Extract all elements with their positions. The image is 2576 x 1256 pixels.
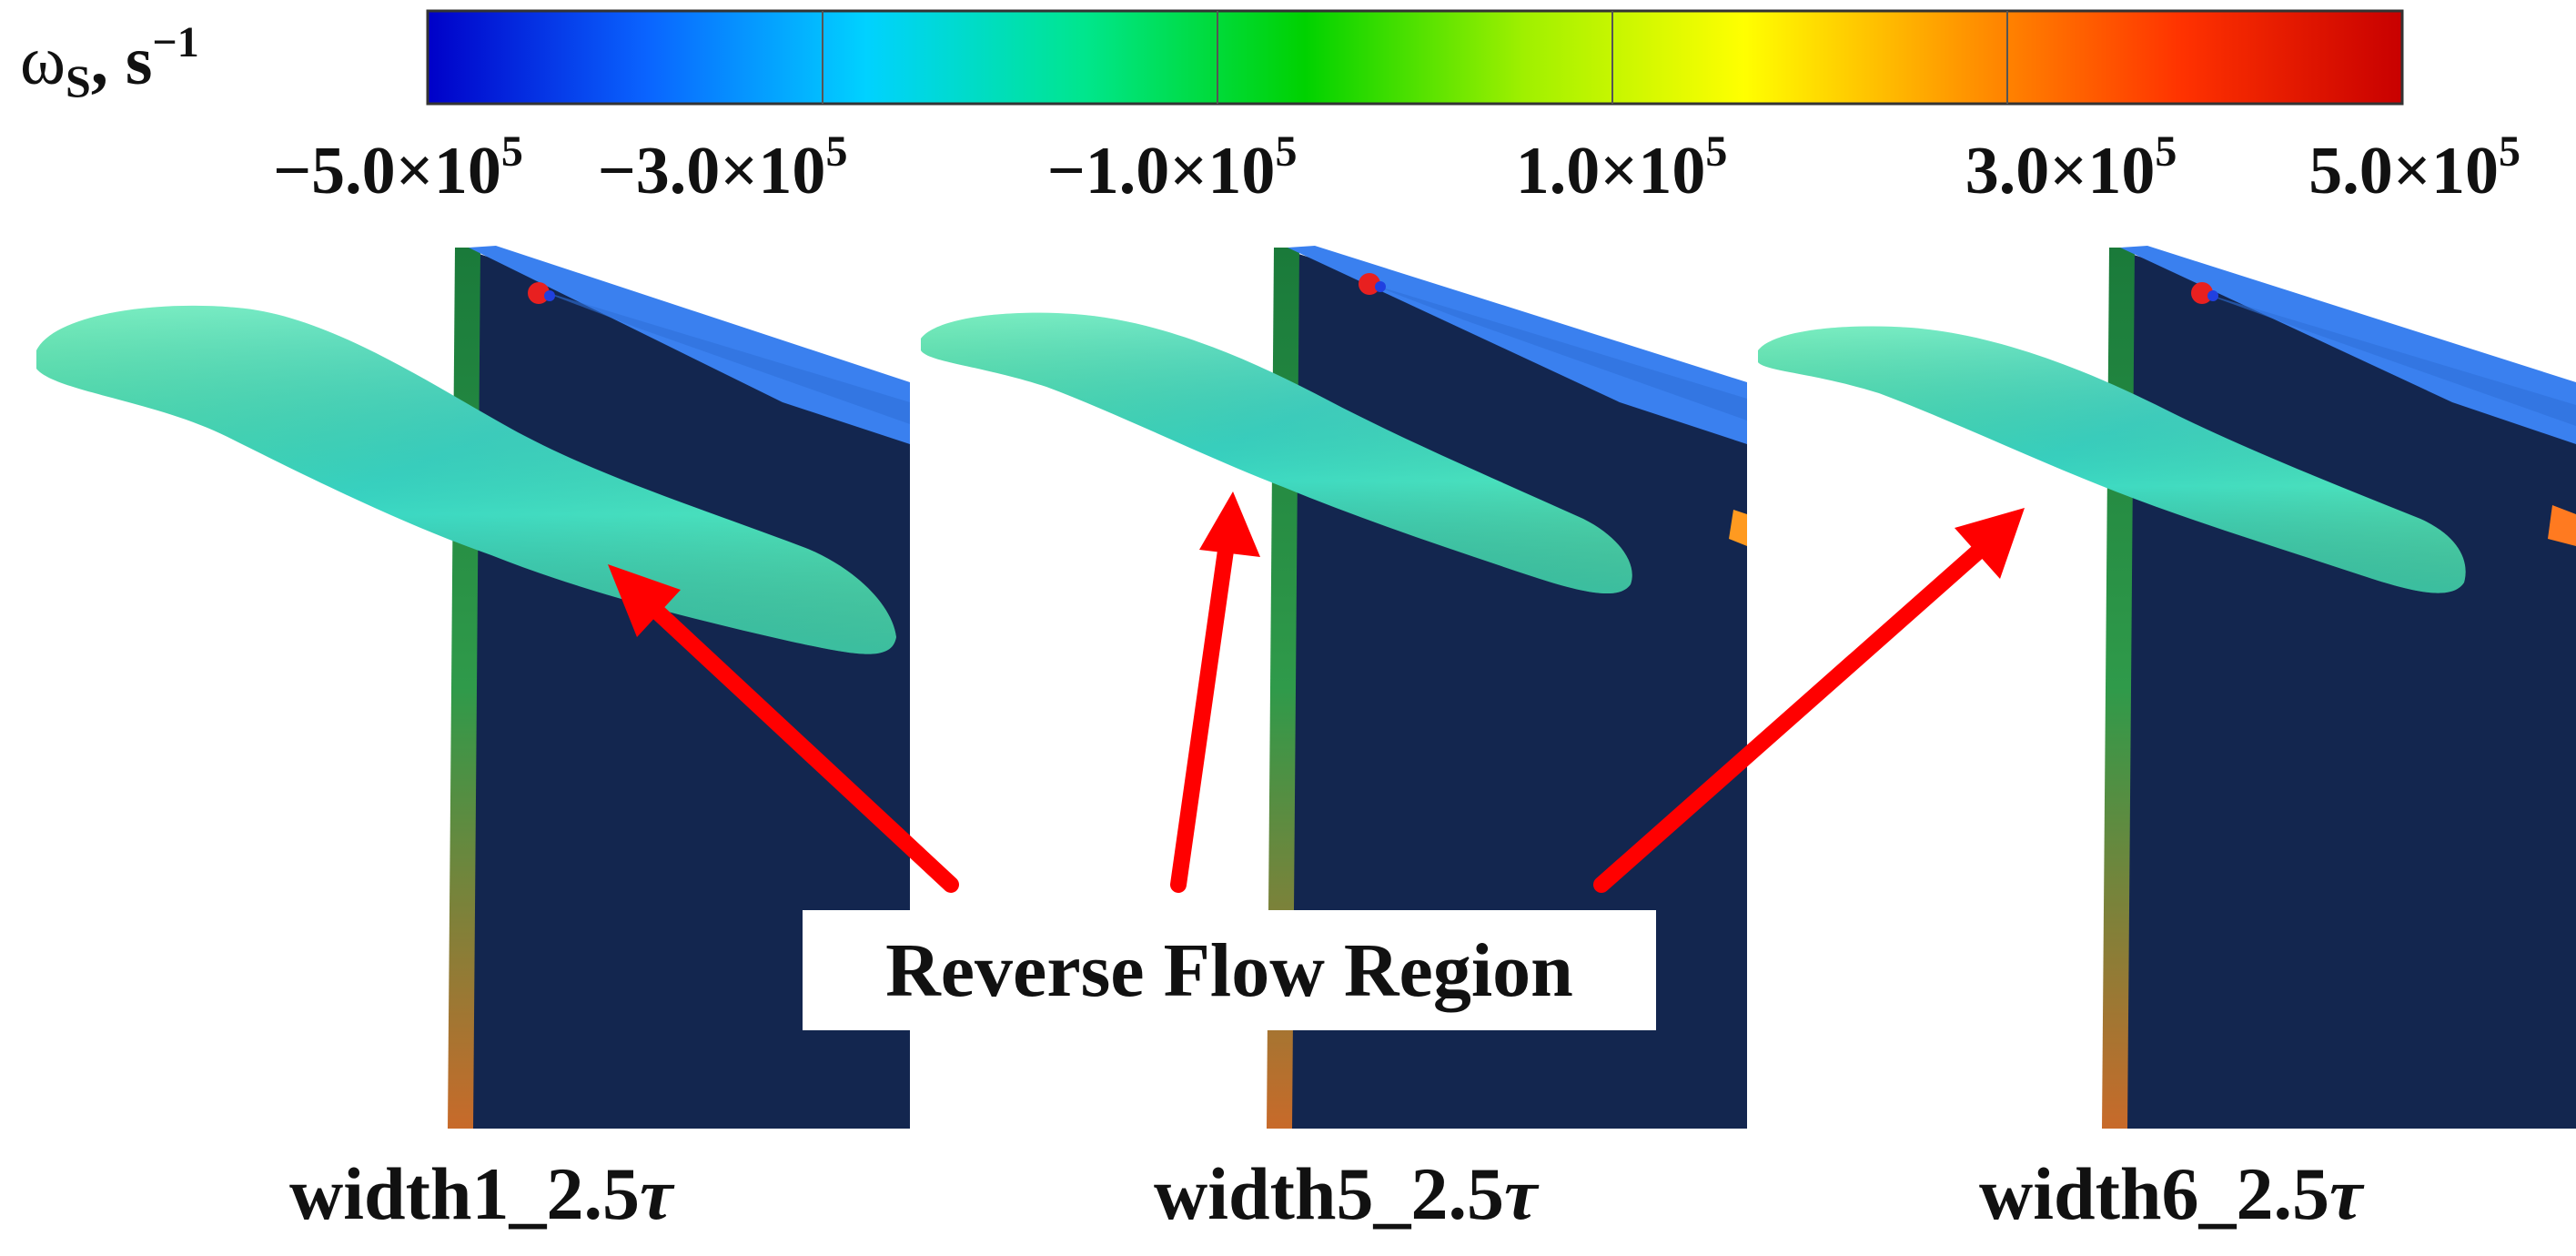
colorbar-symbol: ω (20, 23, 66, 99)
arrow-3-shaft (1593, 542, 1987, 893)
colorbar-tick-label-4: 1.0×105 (1516, 127, 1728, 208)
tip-vortex-core-2 (1359, 273, 1380, 295)
panel-2 (921, 246, 1747, 1129)
tip-vortex-core-detail-1 (544, 290, 555, 301)
colorbar-tick-label-6: 5.0×105 (2308, 127, 2520, 208)
colorbar-tick-exponent-1: 5 (501, 127, 523, 176)
colorbar-tick-mantissa-5: 3.0×10 (1965, 134, 2156, 208)
vortex-shading-3 (1758, 326, 2466, 593)
colorbar-tick-mantissa-4: 1.0×10 (1516, 134, 1706, 208)
colorbar-tick-mantissa-3: −1.0×10 (1047, 134, 1276, 208)
panel-label-1-main: width1_2.5 (289, 1152, 641, 1235)
colorbar-subscript: S (66, 56, 91, 106)
casing-shadow-1 (537, 289, 910, 424)
panel-label-1-tau: τ (640, 1152, 673, 1235)
colorbar-tick-exponent-6: 5 (2499, 127, 2520, 176)
colorbar-tick-mantissa-2: −3.0×10 (598, 134, 826, 208)
colorbar-unit: , s (91, 23, 153, 99)
colorbar-tick-exponent-2: 5 (825, 127, 847, 176)
reverse-flow-callout: Reverse Flow Region (803, 910, 1656, 1030)
trailing-detail-3 (2548, 505, 2576, 546)
vortex-shading-2 (921, 312, 1632, 594)
tip-vortex-core-1 (528, 282, 550, 304)
colorbar-tick-exponent-3: 5 (1275, 127, 1297, 176)
arrow-2-head (1199, 491, 1260, 557)
colorbar-title: ωS, s−1 (20, 18, 199, 106)
tip-vortex-core-3 (2191, 282, 2213, 304)
casing-shadow-3 (2197, 291, 2576, 426)
colorbar-bar (426, 9, 2404, 106)
vortex-shading-1 (36, 305, 896, 654)
colorbar-tick-exponent-4: 5 (1705, 127, 1727, 176)
panel-3 (1758, 246, 2576, 1129)
panel-1 (36, 246, 910, 1129)
colorbar-unit-exponent: −1 (152, 18, 198, 66)
colorbar-tick-label-3: −1.0×105 (1047, 127, 1298, 208)
panel-label-2-main: width5_2.5 (1154, 1152, 1505, 1235)
colorbar-tick-label-1: −5.0×105 (273, 127, 523, 208)
casing-shadow-2 (1365, 282, 1747, 420)
colorbar-dividers (822, 11, 2008, 104)
arrow-1-head (608, 564, 681, 637)
callout-arrows (608, 491, 2025, 893)
panel-label-2-tau: τ (1504, 1152, 1538, 1235)
trailing-detail-2 (1729, 510, 1747, 546)
tip-vortex-core-detail-3 (2207, 290, 2218, 301)
colorbar-tick-mantissa-1: −5.0×10 (273, 134, 501, 208)
arrow-2-shaft (1170, 536, 1235, 893)
panel-label-3-tau: τ (2329, 1152, 2363, 1235)
tip-vortex-core-detail-2 (1375, 281, 1386, 292)
arrow-3-head (1955, 508, 2025, 579)
colorbar-tick-exponent-5: 5 (2155, 127, 2177, 176)
colorbar-tick-mantissa-6: 5.0×10 (2308, 134, 2499, 208)
colorbar-tick-label-2: −3.0×105 (598, 127, 848, 208)
colorbar-tick-label-5: 3.0×105 (1965, 127, 2177, 208)
arrow-1-shaft (645, 600, 959, 893)
panel-label-3-main: width6_2.5 (1979, 1152, 2330, 1235)
